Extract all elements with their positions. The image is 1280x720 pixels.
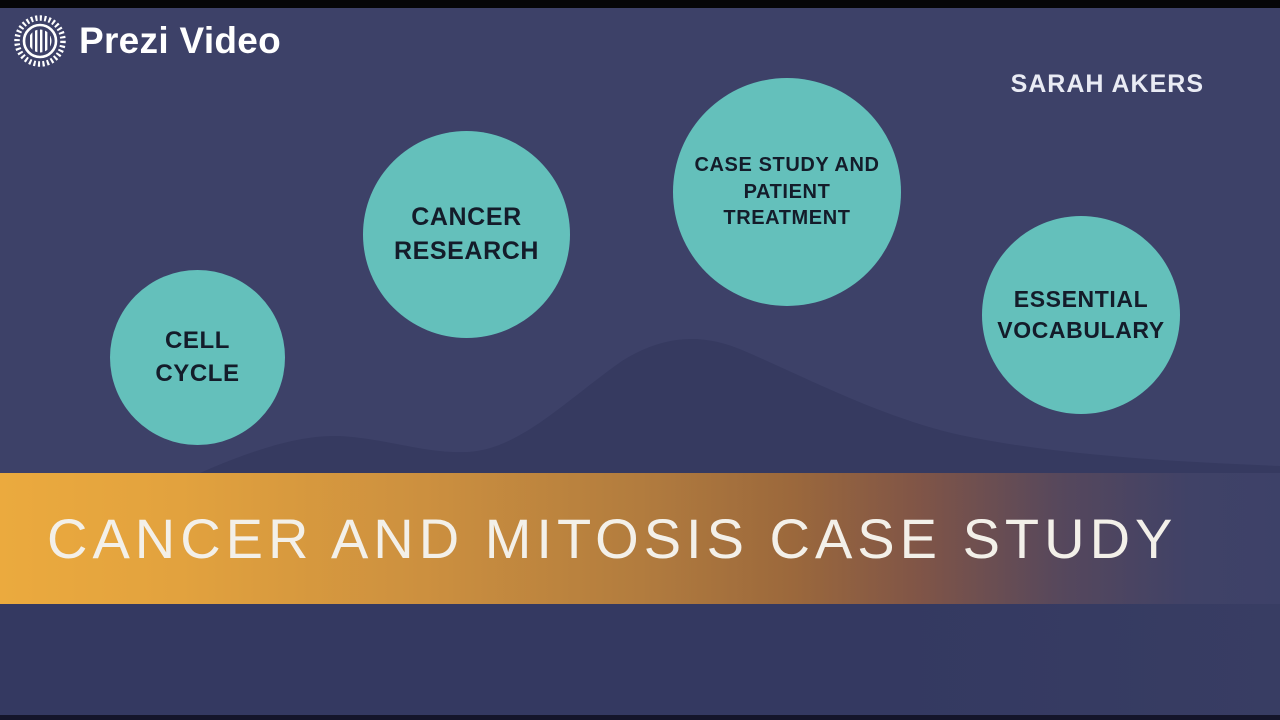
brand-name: Prezi Video [79,20,282,61]
topic-label: CANCER RESEARCH [394,201,539,268]
presenter-name: SARAH AKERS [1010,70,1204,98]
topic-circle-case-study-and-patient-treatment[interactable]: CASE STUDY AND PATIENT TREATMENT [673,78,901,306]
lower-background [0,604,1280,720]
topic-line: PATIENT [743,180,831,203]
topic-line: CANCER [411,203,522,231]
topic-line: CELL [164,327,231,355]
brand-logo[interactable]: Prezi Video [14,15,281,67]
title-banner: CANCER AND MITOSIS CASE STUDY [0,473,1280,604]
topic-line: VOCABULARY [997,317,1165,343]
letterbox-top [0,0,1280,8]
topic-line: RESEARCH [393,236,540,265]
mountain-silhouette [200,339,1280,473]
topic-label: CELL CYCLE [155,325,239,389]
topic-circle-cell-cycle[interactable]: CELL CYCLE [110,270,285,445]
presentation-title: CANCER AND MITOSIS CASE STUDY [47,507,1178,570]
topic-circle-essential-vocabulary[interactable]: ESSENTIAL VOCABULARY [982,216,1180,414]
topic-line: CYCLE [155,359,240,387]
letterbox-bottom [0,715,1280,720]
topic-label: CASE STUDY AND PATIENT TREATMENT [694,152,879,232]
topic-line: ESSENTIAL [1013,286,1149,313]
prezi-sunburst-icon [14,15,66,67]
topic-line: CASE STUDY AND [694,153,880,176]
topic-circle-cancer-research[interactable]: CANCER RESEARCH [363,131,570,338]
topic-line: TREATMENT [723,207,851,230]
topic-label: ESSENTIAL VOCABULARY [997,284,1164,346]
